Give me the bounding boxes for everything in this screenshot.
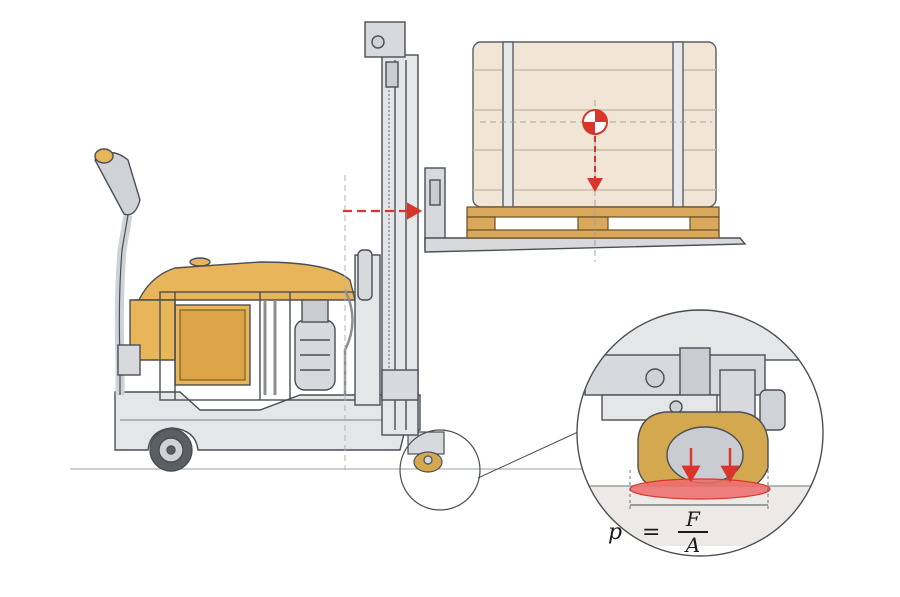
pressure-formula: p = F A (608, 508, 748, 558)
fraction-bar (678, 531, 708, 533)
rear-wheel (149, 428, 193, 472)
formula-equals: = (642, 520, 661, 545)
pallet (466, 206, 720, 239)
zoom-detail (576, 309, 824, 557)
load-wheel (407, 431, 445, 473)
tiller-handle (94, 148, 141, 395)
formula-denominator: A (685, 532, 701, 557)
magnifier-callout-icon (399, 429, 481, 511)
formula-numerator: F (686, 507, 700, 531)
callout-connector (477, 431, 579, 479)
formula-lhs: p (608, 520, 623, 545)
mast (344, 21, 419, 470)
fork-carriage (424, 167, 747, 253)
formula-fraction: F A (678, 508, 708, 556)
contact-patch (629, 478, 771, 500)
forklift-chassis (114, 249, 421, 451)
